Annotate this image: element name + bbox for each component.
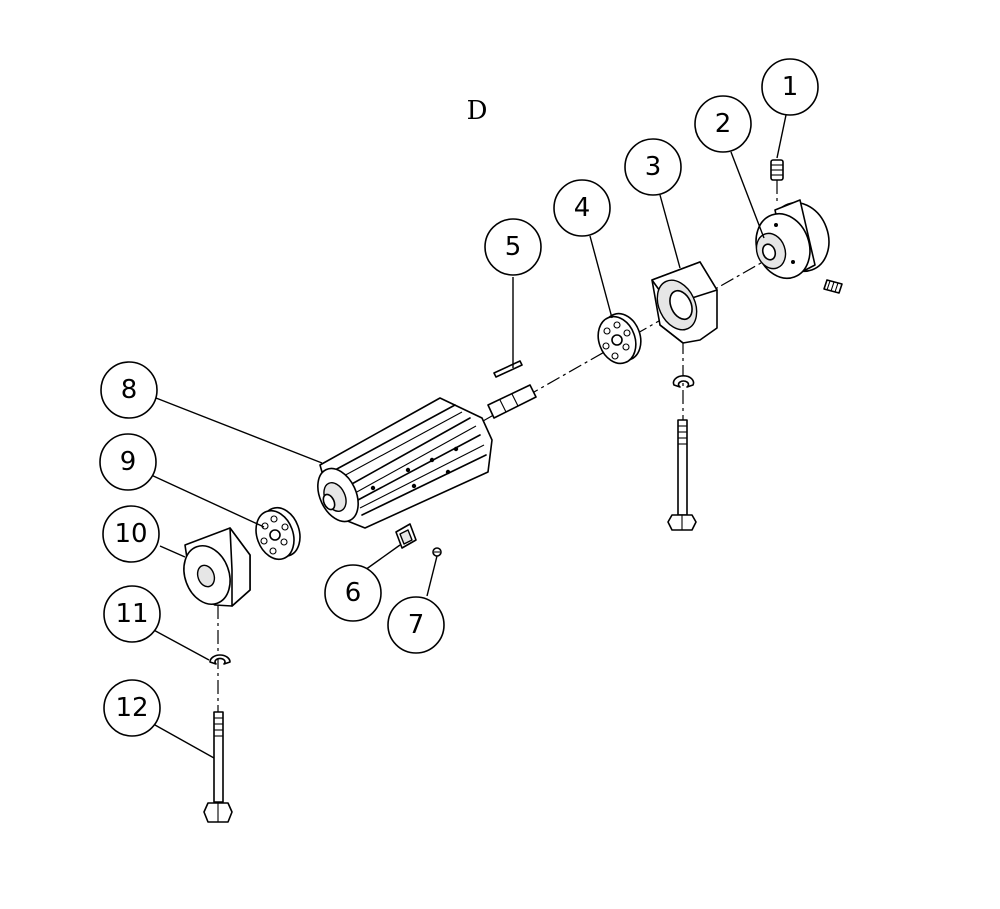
- leader-8: [155, 397, 323, 464]
- leader-3: [659, 194, 681, 269]
- part-4-bearing: [597, 312, 642, 365]
- svg-text:1: 1: [782, 72, 799, 102]
- part-8-cutter-head: [317, 384, 537, 529]
- svg-text:4: 4: [574, 193, 591, 223]
- lock-washer-right: [672, 375, 695, 388]
- svg-text:7: 7: [408, 610, 425, 640]
- svg-text:12: 12: [115, 693, 148, 723]
- part-3-bearing-housing: [651, 261, 718, 344]
- svg-text:9: 9: [120, 447, 137, 477]
- callout-9: 9: [99, 433, 157, 491]
- part-10-bearing-housing: [183, 527, 251, 607]
- leader-10: [159, 545, 186, 558]
- callout-2: 2: [694, 95, 752, 153]
- part-9-bearing: [255, 506, 301, 561]
- bolt-right: [667, 419, 697, 531]
- part-11-lock-washer: [209, 654, 231, 665]
- leader-1: [776, 114, 787, 159]
- leader-4: [589, 235, 613, 319]
- leader-2: [730, 151, 765, 239]
- callout-7: 7: [387, 596, 445, 654]
- leader-12: [154, 724, 215, 759]
- callout-3: 3: [624, 138, 682, 196]
- svg-text:2: 2: [715, 109, 732, 139]
- svg-text:3: 3: [645, 152, 662, 182]
- callout-8: 8: [100, 361, 158, 419]
- svg-text:11: 11: [115, 599, 148, 629]
- callout-4: 4: [553, 179, 611, 237]
- leader-11: [149, 627, 210, 661]
- callout-12: 12: [103, 679, 161, 737]
- part-7-screw: [432, 547, 442, 557]
- leader-9: [148, 473, 265, 528]
- callout-10: 10: [102, 505, 160, 563]
- svg-text:5: 5: [505, 232, 522, 262]
- svg-text:6: 6: [345, 578, 362, 608]
- part-1-set-screw: [770, 159, 784, 181]
- callout-6: 6: [324, 564, 382, 622]
- svg-text:10: 10: [114, 519, 147, 549]
- callout-11: 11: [103, 585, 161, 643]
- part-6-gib: [395, 523, 417, 549]
- diagram-title: D: [467, 96, 488, 126]
- callout-1: 1: [761, 58, 819, 116]
- leader-6: [364, 544, 401, 571]
- part-2-pulley: [755, 199, 830, 280]
- leader-7: [426, 555, 438, 597]
- part-5-key: [493, 360, 523, 378]
- callout-5: 5: [484, 218, 542, 276]
- part-1-set-screw-side: [823, 279, 843, 294]
- svg-text:8: 8: [121, 375, 138, 405]
- part-12-bolt: [203, 711, 233, 823]
